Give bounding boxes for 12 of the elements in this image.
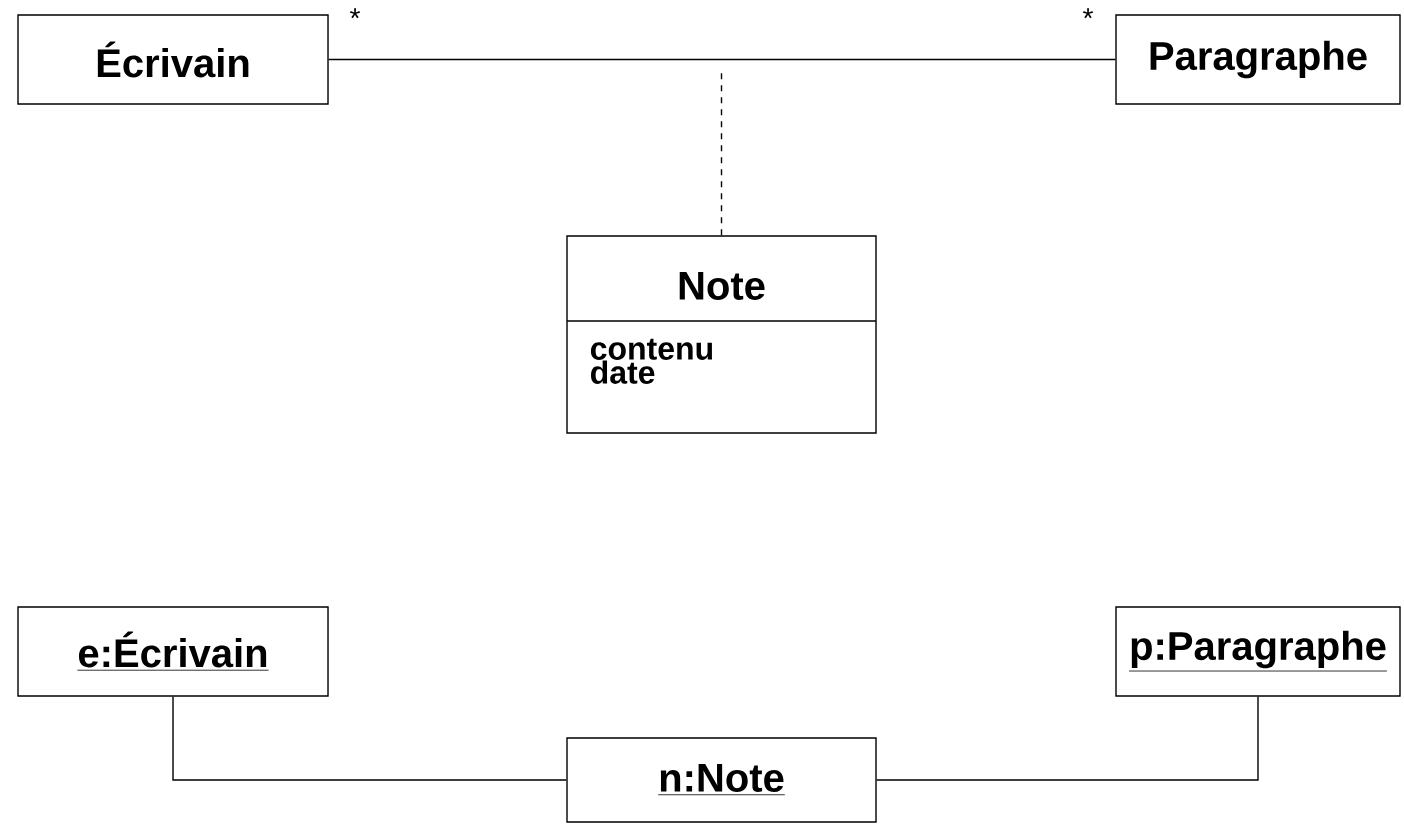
class-box: Paragraphe — [1115, 14, 1401, 105]
object-box: n:Note — [566, 737, 877, 823]
connector — [328, 58, 1116, 61]
class-box: Note contenu date — [566, 235, 877, 434]
connector — [876, 696, 1259, 781]
multiplicity: * — [350, 8, 361, 19]
object-box: p:Paragraphe — [1115, 606, 1401, 697]
class-box: Écrivain — [17, 14, 329, 105]
connector — [172, 696, 567, 781]
connector — [720, 71, 723, 236]
object-box: e:Écrivain — [17, 606, 329, 697]
multiplicity: * — [1083, 8, 1094, 19]
